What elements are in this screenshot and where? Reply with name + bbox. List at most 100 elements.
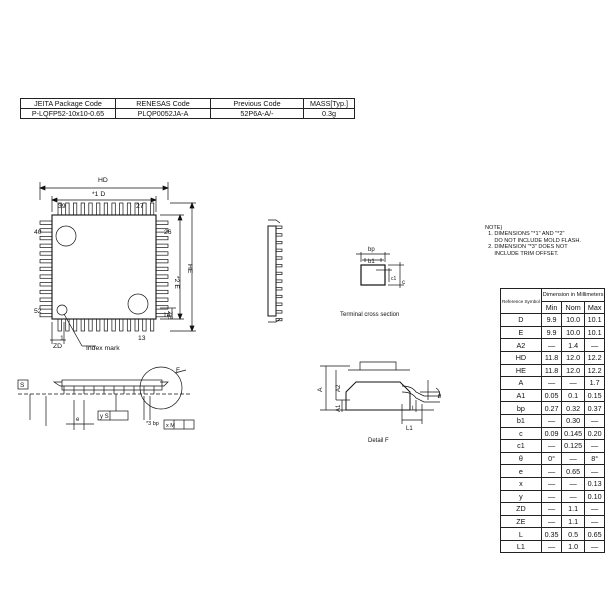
pin-lead xyxy=(39,297,53,302)
dimension-nom-cell: 1.0 xyxy=(561,539,585,554)
pin-lead xyxy=(275,279,283,283)
pin-lead xyxy=(155,297,169,302)
dimension-max-cell: 0.20 xyxy=(583,426,605,441)
pin-lead xyxy=(275,310,283,314)
pin-lead xyxy=(275,241,283,245)
label-pin-13: 13 xyxy=(138,335,146,342)
dimension-min-cell: — xyxy=(540,489,563,504)
dimension-sym-cell: HD xyxy=(500,350,542,365)
pin-lead xyxy=(73,202,78,216)
dimension-nom-cell: 0.65 xyxy=(561,464,585,478)
label-detail-f: Detail F xyxy=(368,438,389,444)
label-bp: bp xyxy=(368,247,375,253)
index-mark-circle xyxy=(55,225,77,247)
pin-lead xyxy=(103,318,108,332)
pin-lead xyxy=(96,318,101,332)
dimension-sym-cell: ZE xyxy=(500,514,542,529)
pin-lead xyxy=(155,289,169,295)
label-y-s: y S xyxy=(100,414,109,420)
dimension-sym-cell: x xyxy=(500,476,542,491)
label-pin-52: 52 xyxy=(34,308,42,315)
dimension-nom-cell: — xyxy=(561,489,585,504)
dimension-max-cell: 8° xyxy=(583,451,605,466)
dimension-sym-cell: A xyxy=(500,376,542,390)
pin-lead xyxy=(39,236,53,241)
pin-lead xyxy=(155,251,169,256)
pin-lead xyxy=(275,271,283,275)
pin1-index-mark xyxy=(56,304,68,316)
dimension-subheader-row: Min Nom Max xyxy=(501,300,605,315)
pin-lead xyxy=(103,202,108,216)
pin-lead xyxy=(155,266,169,271)
label-theta: θ xyxy=(438,394,442,400)
dimension-max-cell: 12.2 xyxy=(583,350,605,365)
dimension-nom-cell: 0.32 xyxy=(561,401,585,415)
label-c: c xyxy=(402,280,405,286)
dimension-min-cell: — xyxy=(540,376,563,390)
pin-lead xyxy=(73,318,78,332)
label-zd: ZD xyxy=(53,343,62,350)
dimension-min-cell: — xyxy=(540,439,563,453)
dimension-max-cell: 0.15 xyxy=(583,388,605,403)
pin-lead xyxy=(275,256,283,260)
table-row: x——0.13 xyxy=(500,476,605,491)
dimension-min-cell: 0.09 xyxy=(540,426,563,441)
dimension-nom-cell: 1.4 xyxy=(561,338,585,352)
pin-lead xyxy=(150,202,155,216)
pin-lead xyxy=(39,305,53,310)
label-a: A xyxy=(317,387,324,392)
pin-lead xyxy=(275,287,283,291)
dimension-sym-cell: D xyxy=(500,313,542,327)
pin-lead xyxy=(275,294,283,299)
dimension-sym-cell: bp xyxy=(500,401,542,415)
dimension-table: Reference Symbol Dimension in Millimeter… xyxy=(500,287,605,554)
pin-lead xyxy=(134,318,139,332)
dimension-max-cell: 0.65 xyxy=(583,527,605,541)
dimension-min-cell: 0.27 xyxy=(540,401,563,415)
dimension-header-row: Reference Symbol Dimension in Millimeter… xyxy=(500,287,605,315)
label-l1: L1 xyxy=(406,426,413,432)
pin-lead xyxy=(155,305,169,310)
label-pin-40: 40 xyxy=(34,229,42,236)
pin-lead xyxy=(275,318,283,322)
dimension-max-cell: 0.13 xyxy=(583,476,605,491)
pin-lead xyxy=(155,243,169,248)
label-pin-39: 39 xyxy=(58,203,66,210)
dimension-min-cell: — xyxy=(540,514,563,529)
pin-lead xyxy=(39,243,53,248)
pin-lead xyxy=(88,202,93,216)
dimension-min-cell: — xyxy=(540,413,563,428)
dimension-max-cell: — xyxy=(583,338,605,352)
dimension-nom-cell: — xyxy=(561,476,585,491)
pin-lead xyxy=(155,274,169,279)
table-row: b1—0.30— xyxy=(500,413,605,428)
dimension-min-cell: 11.8 xyxy=(540,350,563,365)
dimension-min-cell: 0.05 xyxy=(540,388,563,403)
label-l: L xyxy=(412,406,416,412)
pin-lead xyxy=(275,225,283,229)
label-pin-1: 1 xyxy=(60,335,64,342)
dimension-min-cell: 0° xyxy=(540,451,563,466)
pin-lead xyxy=(150,318,155,332)
dimension-max-cell: 10.1 xyxy=(583,325,605,340)
dimension-min-cell: 9.9 xyxy=(540,313,563,327)
pin-lead xyxy=(39,251,53,256)
table-row: c1—0.125— xyxy=(500,439,605,453)
pin-lead xyxy=(275,302,283,306)
table-row: L1—1.0— xyxy=(500,539,605,554)
pin-lead xyxy=(39,274,53,279)
table-row: A——1.7 xyxy=(500,376,605,390)
dimension-max-cell: — xyxy=(583,464,605,478)
pin-lead xyxy=(142,318,147,332)
dimension-nom-cell: — xyxy=(561,451,585,466)
dimension-max-cell: 10.1 xyxy=(583,313,605,327)
label-hd: HD xyxy=(98,177,108,184)
dimension-max-cell: — xyxy=(583,439,605,453)
pin-lead xyxy=(275,233,283,237)
dimension-nom-cell: 0.1 xyxy=(561,388,585,403)
